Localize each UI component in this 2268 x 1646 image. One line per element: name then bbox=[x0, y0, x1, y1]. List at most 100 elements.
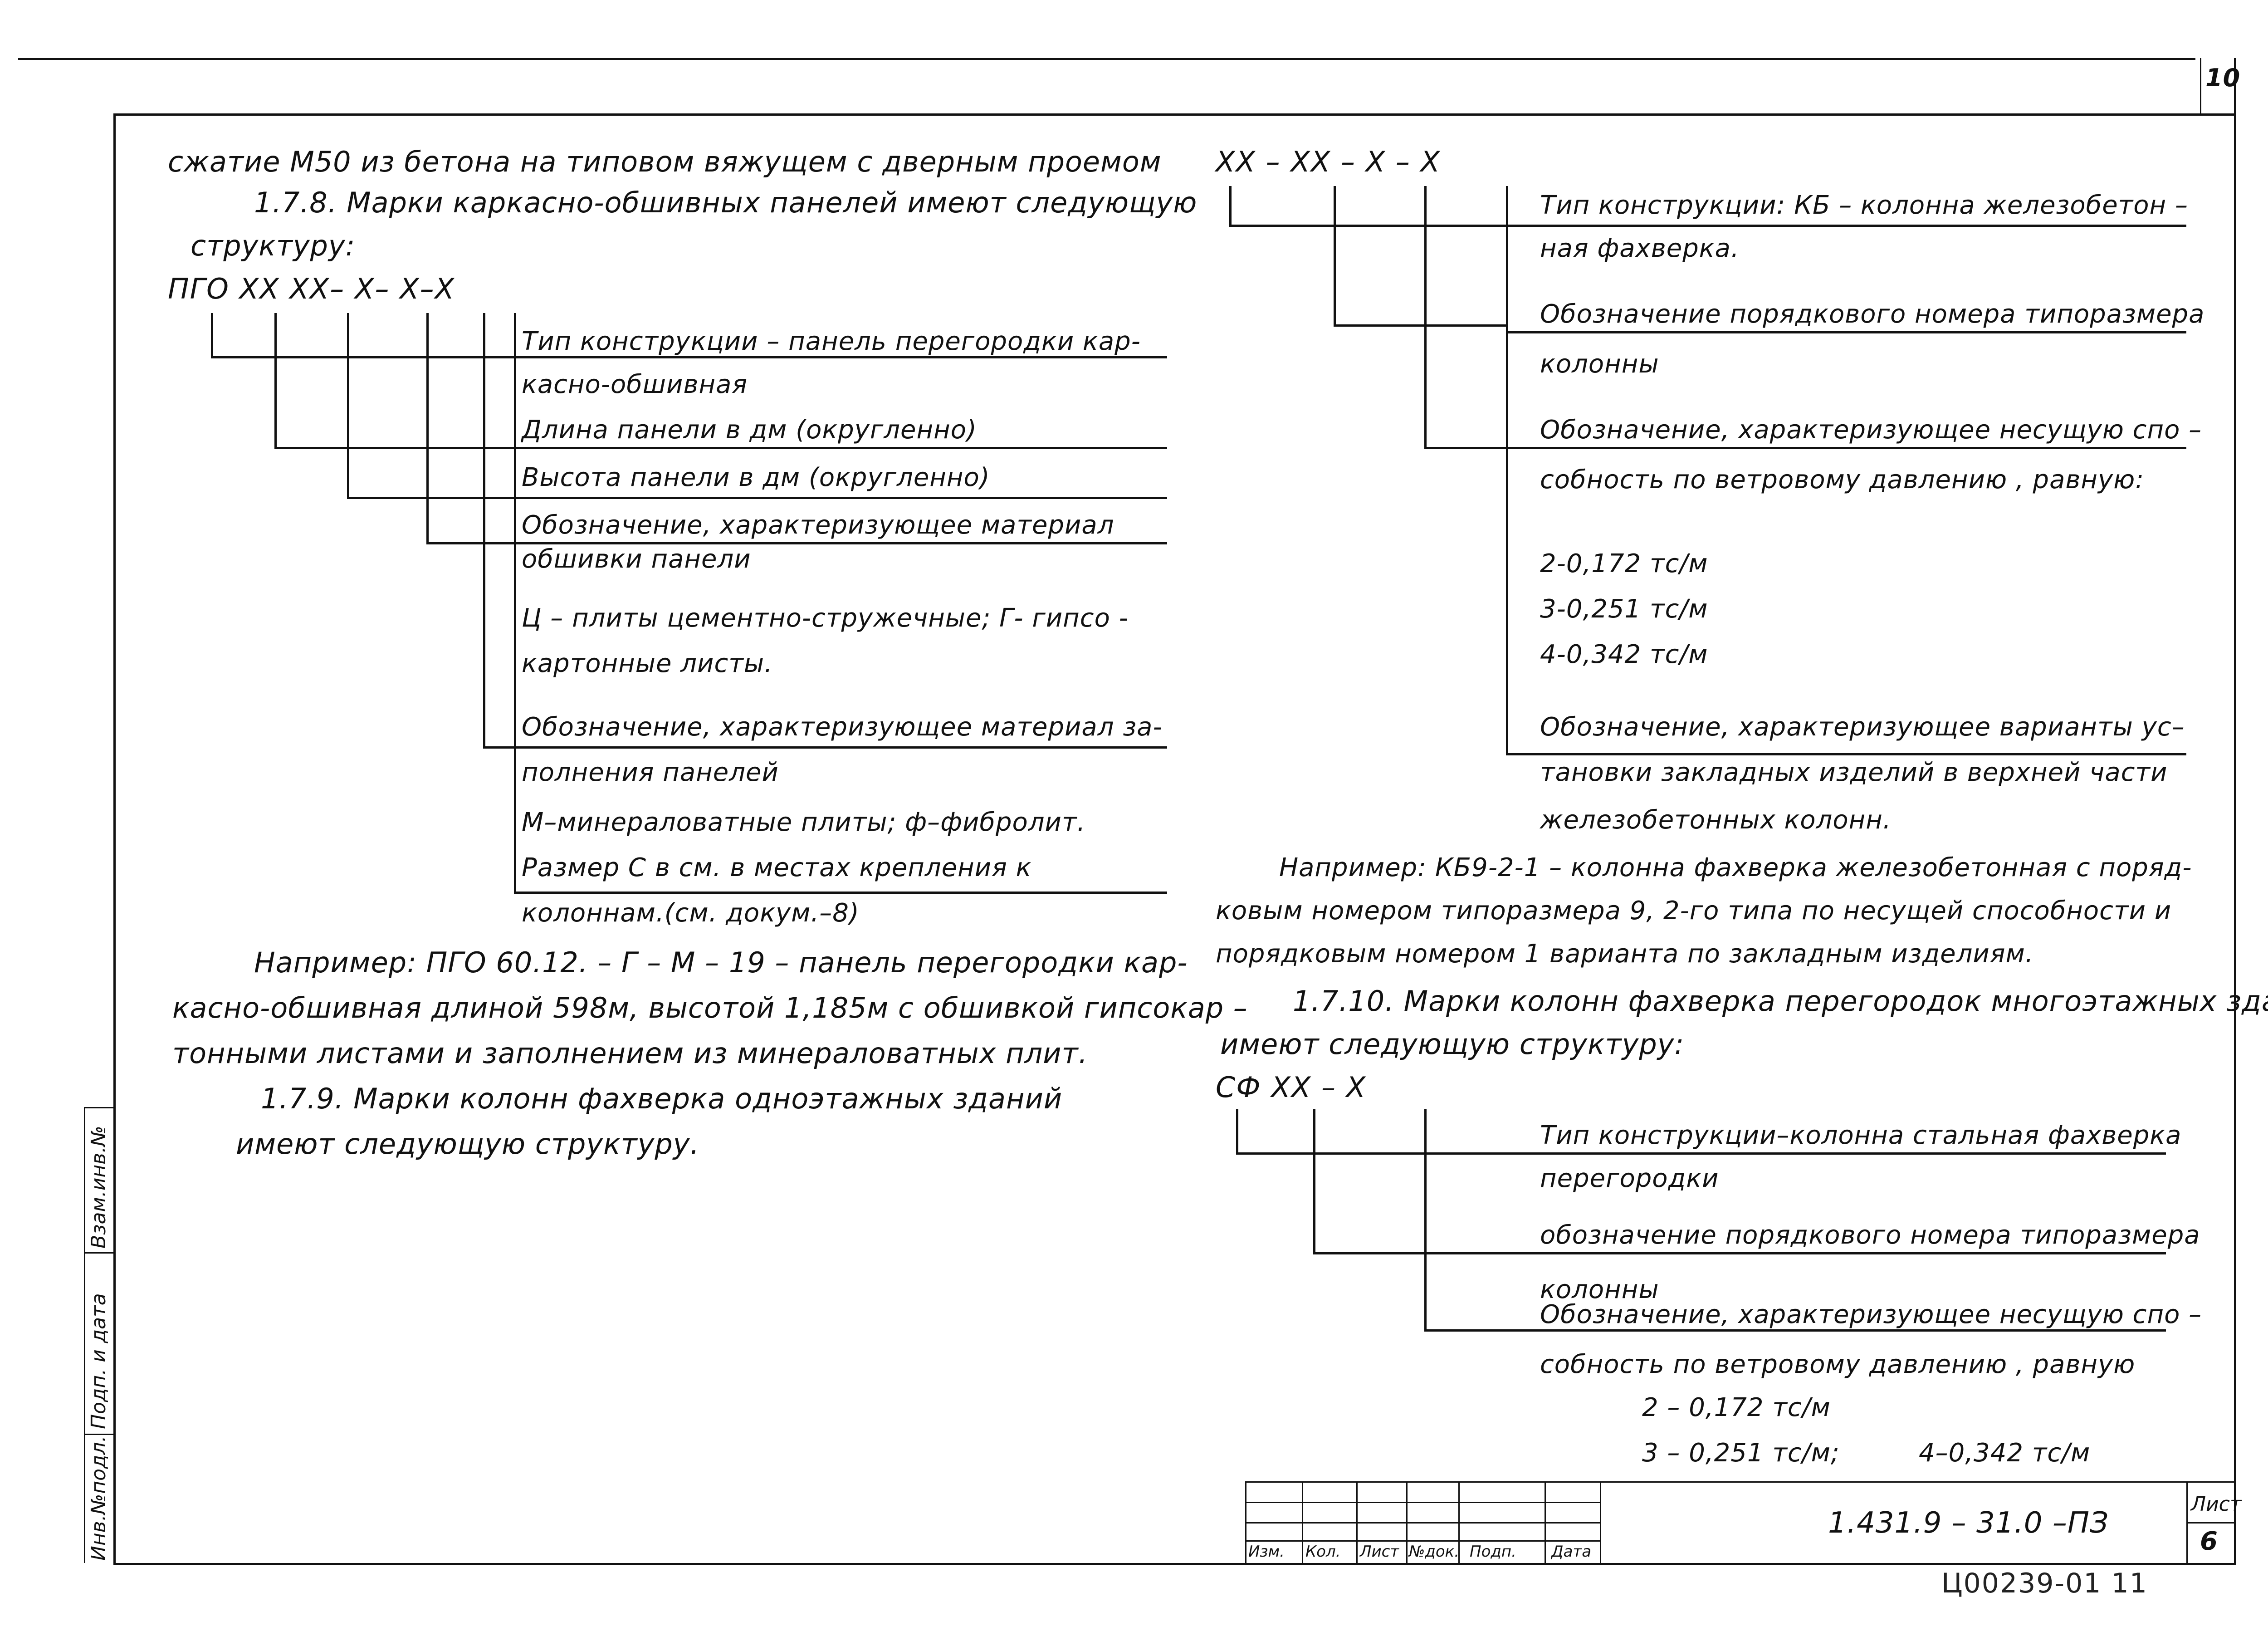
archive-code: Ц00239-01 11 bbox=[1941, 1568, 2148, 1599]
stamp-row-line1 bbox=[1245, 1502, 1600, 1503]
para-179-line2: имеют следующую структуру. bbox=[236, 1127, 700, 1161]
left-desc5c: М–минераловатные плиты; ф–фибролит. bbox=[522, 808, 1086, 837]
left-desc5a: Обозначение, характеризующее материал за… bbox=[522, 712, 1163, 742]
right-tree1-h3 bbox=[1424, 447, 1507, 449]
sidebar-label-inv: Инв.№подл. bbox=[87, 1435, 110, 1561]
right-tree1-h1 bbox=[1229, 225, 1507, 227]
right-s1a: Тип конструкции–колонна стальная фахверк… bbox=[1540, 1121, 2182, 1150]
right-s3a: Обозначение, характеризующее несущую спо… bbox=[1540, 1300, 2202, 1329]
left-tree-v2 bbox=[274, 313, 277, 449]
right-mark-code-2: СФ ХХ – Х bbox=[1216, 1071, 1367, 1104]
stamp-row-line2 bbox=[1245, 1522, 1600, 1524]
frame-top bbox=[113, 113, 2236, 116]
right-r4a: Обозначение, характеризующее варианты ус… bbox=[1540, 712, 2185, 742]
right-tree2-v1 bbox=[1236, 1109, 1238, 1155]
left-desc4d: картонные листы. bbox=[522, 649, 773, 678]
left-desc4c: Ц – плиты цементно-стружечные; Г- гипсо … bbox=[522, 603, 1129, 633]
left-example-line3: тонными листами и заполнением из минерал… bbox=[172, 1037, 1088, 1070]
right-r1a: Тип конструкции: КБ – колонна железобето… bbox=[1540, 191, 2188, 220]
right-r3c: 2-0,172 тс/м bbox=[1540, 549, 1708, 578]
stamp-header-list: Лист bbox=[1360, 1543, 1399, 1561]
left-desc6-underline bbox=[514, 892, 1167, 894]
right-r3e: 4-0,342 тс/м bbox=[1540, 640, 1708, 669]
left-desc1a: Тип конструкции – панель перегородки кар… bbox=[522, 327, 1141, 356]
right-mark-code-1: ХХ – ХХ – Х – Х bbox=[1216, 145, 1441, 178]
left-desc3: Высота панели в дм (округленно) bbox=[522, 463, 990, 492]
left-tree-h2 bbox=[274, 447, 515, 449]
left-tree-h1 bbox=[211, 356, 515, 358]
right-example-2: ковым номером типоразмера 9, 2-го типа п… bbox=[1216, 896, 2172, 926]
frame-bottom bbox=[113, 1563, 2236, 1565]
stamp-col-4 bbox=[1458, 1481, 1460, 1563]
stamp-doc-code: 1.431.9 – 31.0 –ПЗ bbox=[1828, 1506, 2109, 1540]
left-desc4-underline bbox=[514, 542, 1167, 544]
left-desc6b: колоннам.(см. докум.–8) bbox=[522, 898, 860, 928]
left-desc2: Длина панели в дм (округленно) bbox=[522, 415, 977, 445]
right-s3e: 4–0,342 тс/м bbox=[1919, 1438, 2091, 1468]
frame-right bbox=[2234, 58, 2236, 1565]
right-r4-underline bbox=[1506, 753, 2186, 755]
stamp-col-5 bbox=[1545, 1481, 1546, 1563]
left-desc4a: Обозначение, характеризующее материал bbox=[522, 510, 1114, 540]
right-r1b: ная фахверка. bbox=[1540, 234, 1740, 263]
left-desc5-underline bbox=[514, 746, 1167, 749]
right-s1b: перегородки bbox=[1540, 1164, 1719, 1193]
right-tree2-v3 bbox=[1424, 1109, 1427, 1332]
right-r2a: Обозначение порядкового номера типоразме… bbox=[1540, 299, 2205, 329]
right-tree2-v2 bbox=[1313, 1109, 1315, 1254]
stamp-col-6 bbox=[1600, 1481, 1601, 1563]
right-tree2-h3 bbox=[1424, 1329, 2166, 1332]
stamp-sheet-label: Лист bbox=[2191, 1493, 2242, 1516]
para-1710-line1: 1.7.10. Марки колонн фахверка перегородо… bbox=[1293, 985, 2268, 1018]
right-r3-underline bbox=[1506, 447, 2186, 449]
sidebar-div2 bbox=[84, 1434, 115, 1435]
sidebar-label-replace: Взам.инв.№ bbox=[87, 1126, 110, 1249]
left-example-line1: Например: ПГО 60.12. – Г – М – 19 – пане… bbox=[254, 946, 1188, 979]
right-tree1-v1 bbox=[1229, 186, 1232, 227]
stamp-header-data: Дата bbox=[1551, 1543, 1592, 1561]
right-tree2-h1 bbox=[1236, 1152, 2166, 1155]
para-178-line1: 1.7.8. Марки каркасно-обшивных панелей и… bbox=[254, 186, 1198, 219]
left-tree-v4 bbox=[426, 313, 429, 544]
right-r2b: колонны bbox=[1540, 349, 1659, 379]
para-1710-line2: имеют следующую структуру: bbox=[1220, 1028, 1685, 1061]
sidebar-top bbox=[84, 1107, 115, 1108]
top-rule bbox=[18, 58, 2195, 60]
left-tree-h4 bbox=[426, 542, 515, 544]
stamp-header-izm: Изм. bbox=[1248, 1543, 1285, 1561]
left-mark-code: ПГО ХХ ХХ– Х– Х–Х bbox=[168, 272, 455, 305]
right-tree1-v4 bbox=[1506, 186, 1508, 755]
right-example-3: порядковым номером 1 варианта по закладн… bbox=[1216, 939, 2034, 969]
sidebar-label-date: Подп. и дата bbox=[87, 1293, 110, 1429]
frame-left bbox=[113, 113, 116, 1565]
left-tree-h5 bbox=[483, 746, 515, 749]
right-r4c: железобетонных колонн. bbox=[1540, 805, 1892, 835]
left-desc1b: касно-обшивная bbox=[522, 370, 748, 399]
right-tree1-v3 bbox=[1424, 186, 1427, 449]
right-r3d: 3-0,251 тс/м bbox=[1540, 594, 1708, 624]
sidebar-inner bbox=[113, 1107, 115, 1563]
stamp-top bbox=[1245, 1481, 2234, 1483]
stamp-row-line3 bbox=[1245, 1540, 1600, 1542]
stamp-col-1 bbox=[1302, 1481, 1303, 1563]
left-tree-h3 bbox=[347, 497, 515, 499]
right-s2b: колонны bbox=[1540, 1275, 1659, 1304]
stamp-header-kol: Кол. bbox=[1305, 1543, 1341, 1561]
right-tree2-h2 bbox=[1313, 1252, 2166, 1254]
left-desc6a: Размер С в см. в местах крепления к bbox=[522, 853, 1032, 882]
left-intro-line: сжатие М50 из бетона на типовом вяжущем … bbox=[168, 145, 1162, 178]
stamp-header-podp: Подп. bbox=[1470, 1543, 1516, 1561]
para-179-line1: 1.7.9. Марки колонн фахверка одноэтажных… bbox=[261, 1082, 1063, 1115]
right-r3b: собность по ветровому давлению , равную: bbox=[1540, 465, 2145, 495]
right-example-1: Например: КБ9-2-1 – колонна фахверка жел… bbox=[1279, 853, 2192, 882]
stamp-sheet-number: 6 bbox=[2200, 1527, 2218, 1556]
left-tree-v5 bbox=[483, 313, 485, 749]
left-example-line2: касно-обшивная длиной 598м, высотой 1,18… bbox=[172, 991, 1248, 1024]
stamp-col-3 bbox=[1406, 1481, 1408, 1563]
right-s3b: собность по ветровому давлению , равную bbox=[1540, 1350, 2136, 1379]
stamp-col-2 bbox=[1356, 1481, 1358, 1563]
right-tree1-h2 bbox=[1334, 324, 1507, 327]
left-desc3-underline bbox=[514, 497, 1167, 499]
right-r2-underline bbox=[1506, 331, 2186, 333]
right-r1-underline bbox=[1506, 225, 2186, 227]
